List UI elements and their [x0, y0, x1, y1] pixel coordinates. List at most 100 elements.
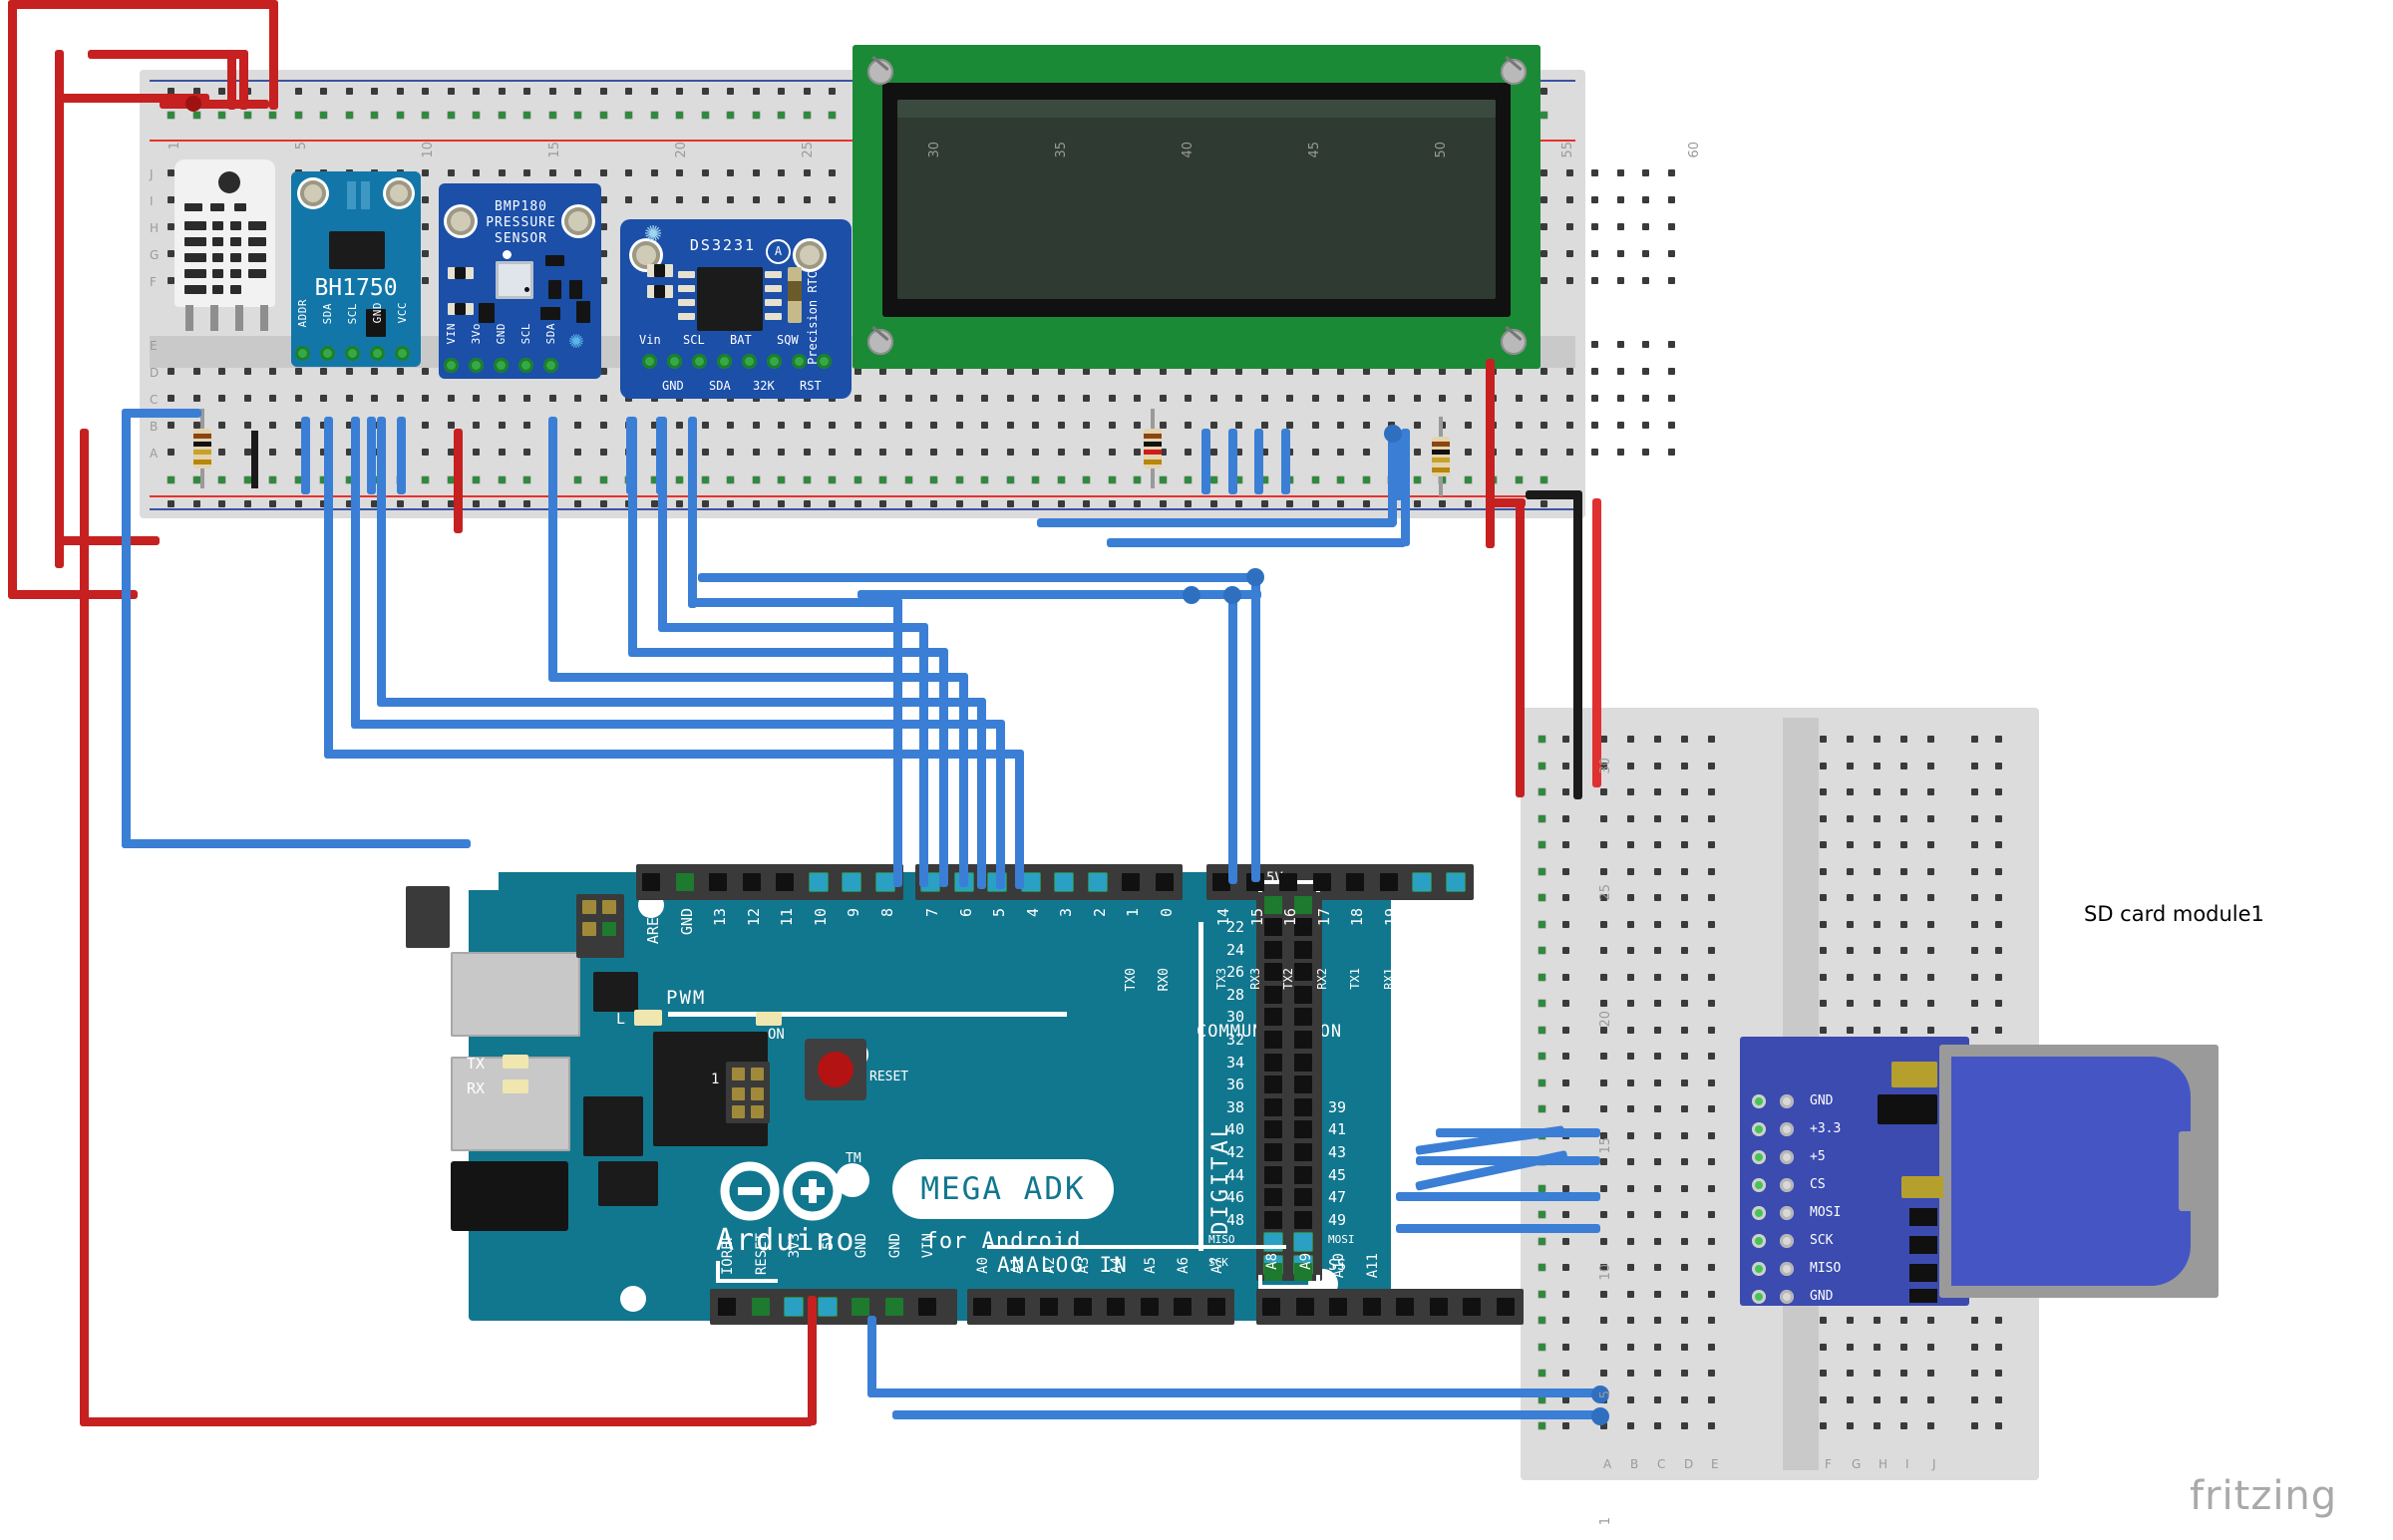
- breadboard-rail-hole[interactable]: [1538, 1105, 1545, 1112]
- breadboard-rail-hole[interactable]: [1562, 814, 1569, 822]
- breadboard-hole[interactable]: [294, 368, 302, 375]
- breadboard-rail-hole[interactable]: [650, 476, 658, 483]
- breadboard-rail-hole[interactable]: [676, 112, 683, 119]
- breadboard-hole[interactable]: [1900, 973, 1907, 981]
- breadboard-hole[interactable]: [422, 449, 429, 456]
- breadboard-hole[interactable]: [1708, 1290, 1715, 1298]
- breadboard-hole[interactable]: [1083, 395, 1090, 402]
- breadboard-hole[interactable]: [1654, 814, 1661, 822]
- breadboard-hole[interactable]: [1642, 223, 1649, 230]
- breadboard-hole[interactable]: [1927, 920, 1934, 928]
- breadboard-hole[interactable]: [599, 449, 607, 456]
- breadboard-rail-hole[interactable]: [1562, 1290, 1569, 1298]
- breadboard-hole[interactable]: [1591, 196, 1598, 203]
- breadboard-hole[interactable]: [1900, 1370, 1907, 1377]
- blue-stub-2[interactable]: [367, 417, 376, 494]
- breadboard-hole[interactable]: [1600, 920, 1607, 928]
- breadboard-hole[interactable]: [574, 395, 581, 402]
- analog-pin-a1[interactable]: [1006, 1298, 1025, 1316]
- dht22-sensor[interactable]: [174, 159, 277, 331]
- breadboard-hole[interactable]: [599, 422, 607, 429]
- breadboard-hole[interactable]: [1681, 1105, 1688, 1112]
- breadboard-hole[interactable]: [1209, 449, 1217, 456]
- breadboard-hole[interactable]: [1600, 947, 1607, 954]
- blue-riser-3[interactable]: [377, 417, 386, 706]
- breadboard-hole[interactable]: [803, 169, 811, 176]
- breadboard-hole[interactable]: [1667, 277, 1675, 284]
- breadboard-rail-hole[interactable]: [1538, 1184, 1545, 1192]
- breadboard-hole[interactable]: [1708, 788, 1715, 795]
- breadboard-hole[interactable]: [1847, 1317, 1854, 1324]
- breadboard-rail-hole[interactable]: [650, 88, 658, 95]
- breadboard-rail-hole[interactable]: [1971, 920, 1978, 928]
- breadboard-hole[interactable]: [904, 422, 912, 429]
- breadboard-hole[interactable]: [1540, 368, 1547, 375]
- breadboard-rail-hole[interactable]: [676, 476, 683, 483]
- bmp180-pad-3vo[interactable]: [469, 358, 484, 373]
- breadboard-rail-hole[interactable]: [701, 476, 709, 483]
- blue-spi-miso-h[interactable]: [1396, 1224, 1600, 1233]
- breadboard-rail-hole[interactable]: [422, 500, 429, 507]
- breadboard-hole[interactable]: [1820, 1422, 1827, 1429]
- breadboard-hole[interactable]: [1847, 947, 1854, 954]
- digital-pin-23[interactable]: [1294, 918, 1312, 936]
- breadboard-hole[interactable]: [1627, 867, 1634, 875]
- breadboard-rail-hole[interactable]: [752, 476, 760, 483]
- breadboard-hole[interactable]: [1311, 368, 1319, 375]
- breadboard-rail-hole[interactable]: [1311, 500, 1319, 507]
- breadboard-hole[interactable]: [1654, 1026, 1661, 1034]
- breadboard-hole[interactable]: [1600, 762, 1607, 770]
- breadboard-hole[interactable]: [1681, 1343, 1688, 1351]
- breadboard-rail-hole[interactable]: [1538, 973, 1545, 981]
- bmp180-pad-scl[interactable]: [518, 358, 533, 373]
- breadboard-hole[interactable]: [1820, 894, 1827, 901]
- breadboard-hole[interactable]: [473, 169, 480, 176]
- breadboard-rail-hole[interactable]: [320, 88, 327, 95]
- breadboard-rail-hole[interactable]: [676, 88, 683, 95]
- breadboard-rail-hole[interactable]: [523, 88, 530, 95]
- breadboard-rail-hole[interactable]: [345, 500, 353, 507]
- breadboard-hole[interactable]: [1667, 449, 1675, 456]
- breadboard-hole[interactable]: [1565, 250, 1573, 257]
- blue-wire-left-h1[interactable]: [122, 409, 201, 418]
- breadboard-rail-hole[interactable]: [701, 112, 709, 119]
- digital-pin-24[interactable]: [1264, 940, 1282, 959]
- sd-hole-gnd-2[interactable]: [1780, 1290, 1794, 1304]
- breadboard-hole[interactable]: [676, 196, 683, 203]
- breadboard-hole[interactable]: [1927, 841, 1934, 848]
- breadboard-hole[interactable]: [1337, 422, 1344, 429]
- breadboard-hole[interactable]: [1591, 223, 1598, 230]
- breadboard-rail-hole[interactable]: [1971, 788, 1978, 795]
- breadboard-rail-hole[interactable]: [523, 476, 530, 483]
- breadboard-hole[interactable]: [1540, 277, 1547, 284]
- icsp-header-2[interactable]: [406, 886, 450, 948]
- breadboard-hole[interactable]: [1927, 814, 1934, 822]
- breadboard-rail-hole[interactable]: [1209, 476, 1217, 483]
- breadboard-hole[interactable]: [1600, 1343, 1607, 1351]
- analog-pin-a8[interactable]: [1262, 1298, 1280, 1316]
- breadboard-hole[interactable]: [1874, 920, 1880, 928]
- breadboard-rail-hole[interactable]: [1286, 500, 1293, 507]
- breadboard-hole[interactable]: [1681, 1026, 1688, 1034]
- breadboard-hole[interactable]: [1900, 762, 1907, 770]
- breadboard-hole[interactable]: [1627, 947, 1634, 954]
- breadboard-rail-hole[interactable]: [701, 88, 709, 95]
- breadboard-rail-hole[interactable]: [1562, 736, 1569, 743]
- breadboard-hole[interactable]: [1654, 1131, 1661, 1139]
- breadboard-hole[interactable]: [1057, 422, 1065, 429]
- breadboard-rail-hole[interactable]: [1538, 1343, 1545, 1351]
- breadboard-hole[interactable]: [422, 223, 429, 230]
- breadboard-rail-hole[interactable]: [396, 88, 404, 95]
- breadboard-hole[interactable]: [345, 368, 353, 375]
- breadboard-hole[interactable]: [1654, 1422, 1661, 1429]
- breadboard-rail-hole[interactable]: [1134, 476, 1141, 483]
- breadboard-hole[interactable]: [1159, 422, 1167, 429]
- breadboard-rail-hole[interactable]: [599, 476, 607, 483]
- breadboard-hole[interactable]: [829, 196, 836, 203]
- breadboard-hole[interactable]: [1820, 1317, 1827, 1324]
- breadboard-hole[interactable]: [1708, 814, 1715, 822]
- breadboard-hole[interactable]: [1681, 736, 1688, 743]
- breadboard-rail-hole[interactable]: [294, 476, 302, 483]
- breadboard-hole[interactable]: [1565, 368, 1573, 375]
- breadboard-hole[interactable]: [1654, 947, 1661, 954]
